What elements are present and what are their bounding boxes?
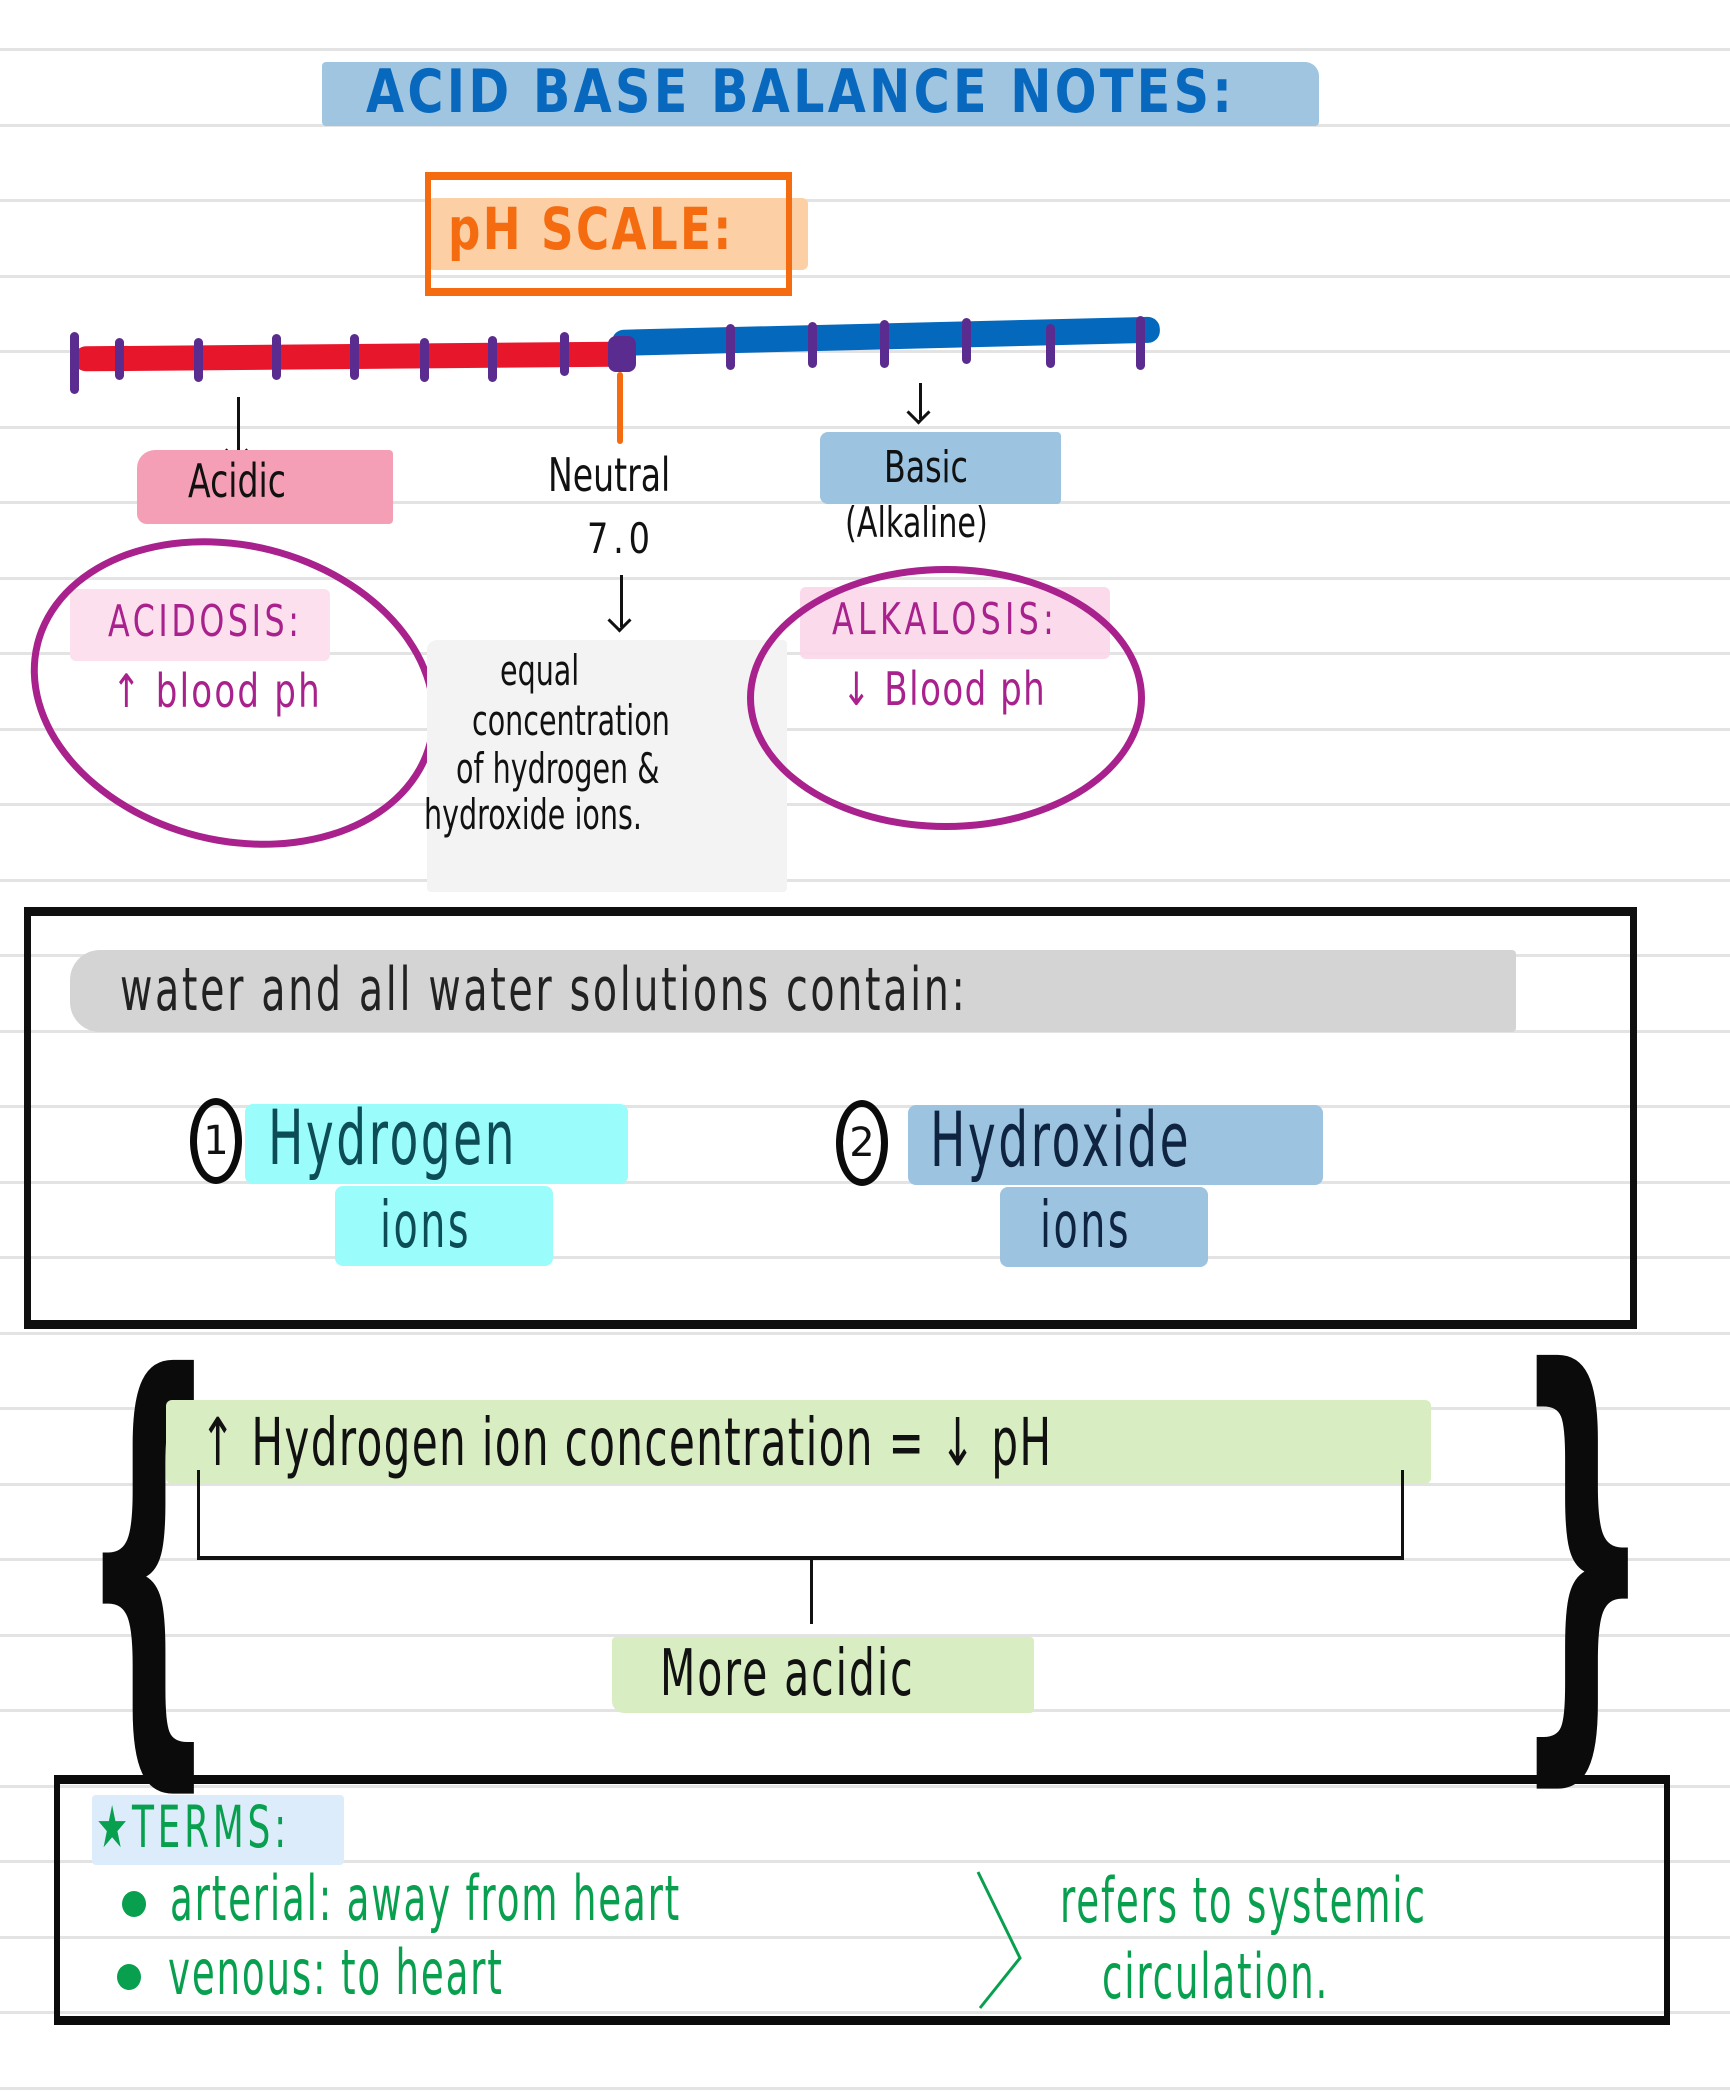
arrow-down-icon [237,397,240,457]
ruled-line [0,48,1730,51]
water-solutions-box [24,907,1637,1329]
neutral-pointer-line [617,372,623,444]
terms-box [54,1775,1670,2025]
scale-tick [350,334,359,380]
right-curly-brace: } [1512,1276,1653,1823]
ruled-line [0,275,1730,278]
acidosis-detail: ↑ blood ph [112,664,322,718]
ruled-line [0,1936,1730,1939]
ruled-line [0,879,1730,882]
hydroxide-highlight [908,1105,1323,1185]
hydroxide-label: Hydroxide [930,1095,1192,1184]
hydroxide-ions-highlight [1000,1187,1208,1267]
water-heading: water and all water solutions contain: [120,955,968,1025]
alkalosis-circle [747,566,1145,830]
ruled-line [0,1256,1730,1259]
number-2-circle: 2 [836,1100,888,1186]
term-item: arterial: away from heart [170,1862,682,1935]
alkalosis-label: ALKALOSIS: [832,594,1059,645]
neutral-description-line: hydroxide ions. [424,790,642,839]
terms-heading: ★TERMS: [96,1793,290,1861]
ruled-line [0,1634,1730,1637]
ruled-line [0,2011,1730,2014]
terms-note-line-1: refers to systemic [1060,1864,1427,1937]
acidosis-label: ACIDOSIS: [108,596,303,647]
neutral-label: Neutral [548,448,671,502]
ruled-line [0,199,1730,202]
arrow-down-icon [620,575,623,627]
hydrogen-highlight [245,1104,628,1184]
relation-highlight [166,1400,1431,1484]
grouping-bracket-icon [976,1871,1022,2009]
ruled-line [0,1785,1730,1788]
hydrogen-ions-label: ions [380,1189,472,1263]
scale-tick [194,338,203,382]
neutral-value: 7.0 [587,514,655,563]
ph-scale-box [425,172,792,296]
acidic-label: Acidic [188,454,286,508]
ruled-line [0,1483,1730,1486]
relation-statement: ↑ Hydrogen ion concentration = ↓ pH [200,1404,1053,1481]
ruled-line [0,1860,1730,1863]
ruled-line [0,2087,1730,2090]
term-item: venous: to heart [168,1936,504,2009]
ph-scale-heading: pH SCALE: [448,195,734,263]
scale-tick [272,334,281,380]
scale-tick [70,332,79,394]
ruled-line [0,350,1730,353]
scale-tick [1136,316,1145,370]
scale-tick [880,320,889,368]
hydrogen-ions-highlight [335,1186,553,1266]
number-1: 1 [203,1118,229,1164]
ruled-line [0,1332,1730,1335]
bullet-icon [122,1891,146,1917]
scale-tick [808,322,817,368]
basic-highlight [820,432,1061,504]
bullet-icon [117,1964,141,1990]
hydroxide-ions-label: ions [1040,1189,1132,1263]
water-heading-highlight [70,950,1516,1032]
acidic-highlight [137,450,393,524]
scale-tick [115,338,124,380]
arrow-down-icon [919,383,922,419]
terms-note-line-2: circulation. [1102,1940,1330,2013]
relation-result: More acidic [660,1637,915,1711]
neutral-point-marker [608,336,636,372]
scale-tick [1046,324,1055,368]
neutral-description-line: equal [500,646,580,695]
neutral-description-background [427,640,787,892]
bracket-stem [810,1560,813,1624]
neutral-description-line: concentration [472,696,670,745]
scale-tick [962,318,971,364]
ph-scale-highlight [428,198,808,270]
result-highlight [612,1637,1034,1713]
ruled-line [0,426,1730,429]
page-title: ACID BASE BALANCE NOTES: [366,57,1236,127]
alkaline-label: (Alkaline) [845,498,988,547]
scale-tick [726,324,735,370]
hydrogen-label: Hydrogen [268,1093,517,1182]
neutral-description-line: of hydrogen & [456,744,660,793]
left-curly-brace: { [78,1281,219,1828]
basic-label: Basic [884,442,968,493]
scale-tick [420,338,429,382]
number-1-circle: 1 [190,1098,242,1184]
acidosis-highlight [70,589,330,661]
scale-tick [560,332,569,376]
title-highlight [322,62,1319,126]
terms-highlight [92,1795,344,1865]
alkalosis-detail: ↓ Blood ph [842,662,1047,716]
scale-tick [488,336,497,382]
relation-bracket [197,1470,1404,1560]
number-2: 2 [849,1120,875,1166]
